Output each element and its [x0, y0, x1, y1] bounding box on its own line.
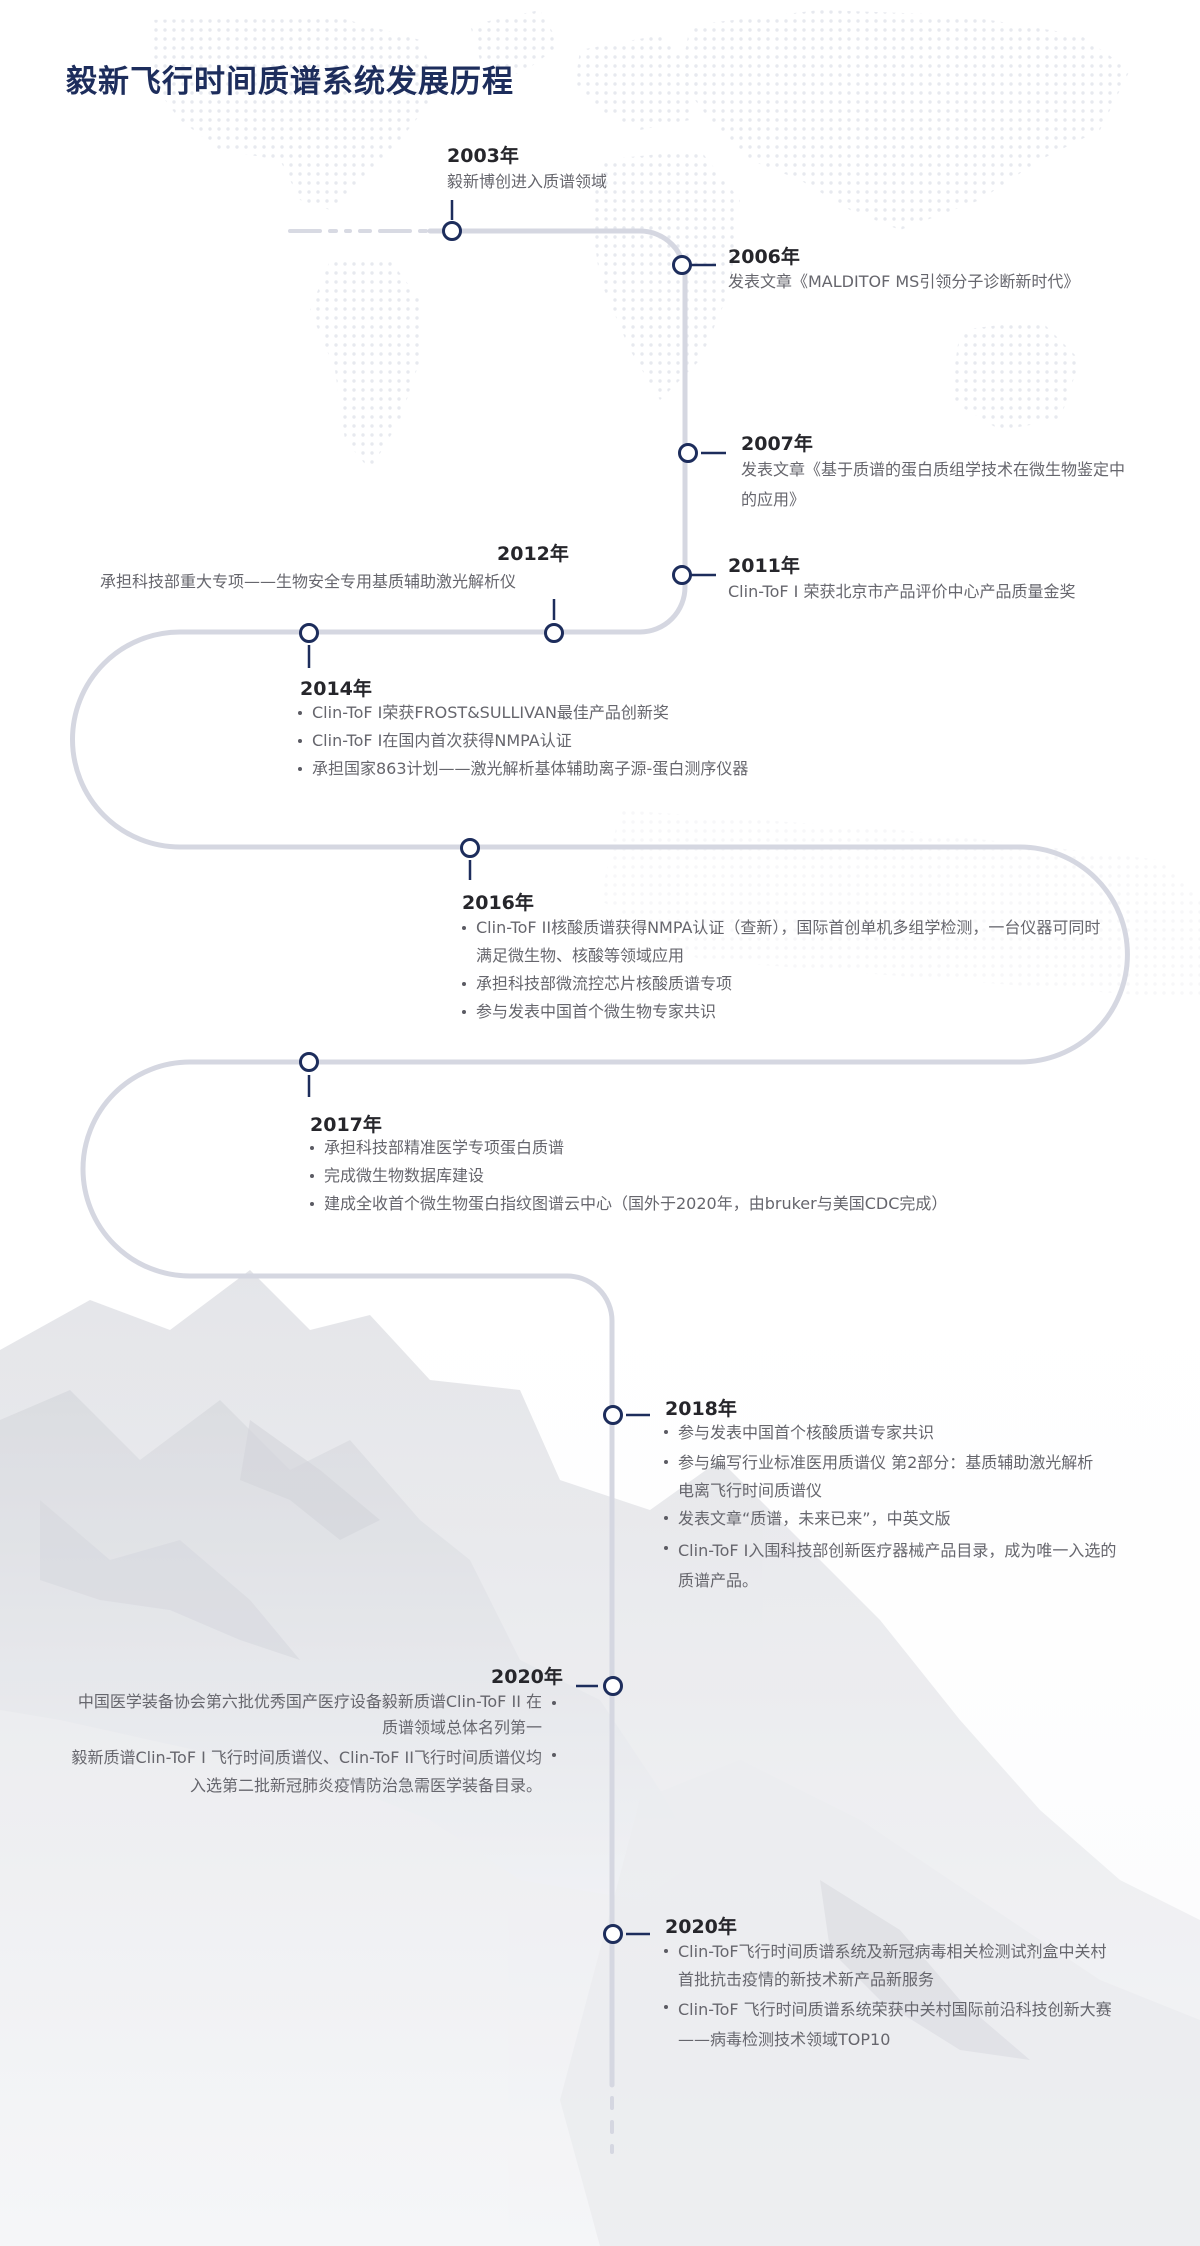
node-2016 [460, 838, 480, 858]
list-item: 承担科技部精准医学专项蛋白质谱 [309, 1134, 947, 1162]
milestone-year: 2011年 [728, 555, 800, 577]
node-2014 [299, 623, 319, 643]
milestone-year: 2016年 [462, 892, 534, 914]
list-item: 完成微生物数据库建设 [309, 1162, 947, 1190]
list-item: 参与发表中国首个微生物专家共识 [461, 998, 1100, 1026]
milestone-year: 2014年 [300, 678, 372, 700]
milestone-desc: 承担科技部重大专项——生物安全专用基质辅助激光解析仪 [100, 572, 517, 591]
milestone-desc: 发表文章《MALDITOF MS引领分子诊断新时代》 [728, 272, 1080, 291]
list-item: 承担科技部微流控芯片核酸质谱专项 [461, 970, 1100, 998]
milestone-year: 2003年 [447, 145, 519, 167]
list-item: Clin-ToF II核酸质谱获得NMPA认证（查新），国际首创单机多组学检测，… [461, 914, 1100, 942]
list-item: 参与发表中国首个核酸质谱专家共识 [663, 1418, 1116, 1448]
list-item: 毅新质谱Clin-ToF I 飞行时间质谱仪、Clin-ToF II飞行时间质谱… [10, 1741, 558, 1775]
list-item: 参与编写行业标准医用质谱仪 第2部分：基质辅助激光解析 [663, 1448, 1116, 1478]
milestone-items: Clin-ToF II核酸质谱获得NMPA认证（查新），国际首创单机多组学检测，… [461, 914, 1100, 1026]
timeline-nodes [299, 221, 698, 1944]
milestone-desc: 毅新博创进入质谱领域 [447, 172, 608, 191]
node-2017 [299, 1052, 319, 1072]
milestone-year: 2007年 [741, 433, 813, 455]
list-item-continuation: 质谱领域总体名列第一 [381, 1718, 542, 1737]
list-item: Clin-ToF飞行时间质谱系统及新冠病毒相关检测试剂盒中关村 [663, 1937, 1112, 1967]
list-item: Clin-ToF I荣获FROST&SULLIVAN最佳产品创新奖 [297, 699, 748, 727]
milestone-items: 承担科技部精准医学专项蛋白质谱 完成微生物数据库建设 建成全收首个微生物蛋白指纹… [309, 1134, 947, 1218]
list-item-continuation: 入选第二批新冠肺炎疫情防治急需医学装备目录。 [189, 1776, 542, 1795]
milestone-year: 2012年 [497, 543, 569, 565]
milestone-items: Clin-ToF飞行时间质谱系统及新冠病毒相关检测试剂盒中关村 首批抗击疫情的新… [663, 1937, 1112, 2053]
milestone-desc-line: 发表文章《基于质谱的蛋白质组学技术在微生物鉴定中 [741, 460, 1126, 479]
milestone-items: 参与发表中国首个核酸质谱专家共识 参与编写行业标准医用质谱仪 第2部分：基质辅助… [663, 1418, 1116, 1594]
list-item: 承担国家863计划——激光解析基体辅助离子源-蛋白测序仪器 [297, 755, 748, 783]
list-item: 发表文章“质谱，未来已来”，中英文版 [663, 1504, 1116, 1534]
list-item-continuation: 满足微生物、核酸等领域应用 [476, 946, 685, 965]
list-item-continuation: ——病毒检测技术领域TOP10 [678, 2030, 891, 2049]
list-item: Clin-ToF I入围科技部创新医疗器械产品目录，成为唯一入选的 [663, 1534, 1116, 1568]
milestone-year: 2017年 [310, 1114, 382, 1136]
node-2018 [603, 1405, 623, 1425]
milestone-items: 中国医学装备协会第六批优秀国产医疗设备毅新质谱Clin-ToF II 在 质谱领… [10, 1689, 558, 1797]
node-2006 [672, 255, 692, 275]
milestone-year: 2020年 [491, 1666, 563, 1688]
node-2011 [672, 565, 692, 585]
milestone-items: Clin-ToF I荣获FROST&SULLIVAN最佳产品创新奖 Clin-T… [297, 699, 748, 783]
mountain-image [0, 1270, 1200, 2246]
list-item-continuation: 首批抗击疫情的新技术新产品新服务 [678, 1970, 935, 1989]
node-2020b [603, 1924, 623, 1944]
list-item-continuation: 质谱产品。 [678, 1571, 759, 1590]
list-item-continuation: 电离飞行时间质谱仪 [678, 1481, 823, 1500]
list-item: Clin-ToF 飞行时间质谱系统荣获中关村国际前沿科技创新大赛 [663, 1993, 1112, 2027]
timeline-line [70, 228, 1130, 2088]
list-item: 建成全收首个微生物蛋白指纹图谱云中心（国外于2020年，由bruker与美国CD… [309, 1190, 947, 1218]
milestone-desc-line: 的应用》 [741, 490, 806, 509]
milestone-desc: Clin-ToF I 荣获北京市产品评价中心产品质量金奖 [728, 582, 1076, 601]
world-map [150, 10, 1200, 1000]
node-2007 [678, 443, 698, 463]
milestone-year: 2006年 [728, 246, 800, 268]
milestone-year: 2020年 [665, 1916, 737, 1938]
list-item: 中国医学装备协会第六批优秀国产医疗设备毅新质谱Clin-ToF II 在 [10, 1689, 558, 1715]
milestone-year: 2018年 [665, 1398, 737, 1420]
node-2012 [544, 623, 564, 643]
node-2003 [442, 221, 462, 241]
list-item: Clin-ToF I在国内首次获得NMPA认证 [297, 727, 748, 755]
page-title: 毅新飞行时间质谱系统发展历程 [66, 64, 514, 100]
node-2020a [603, 1676, 623, 1696]
